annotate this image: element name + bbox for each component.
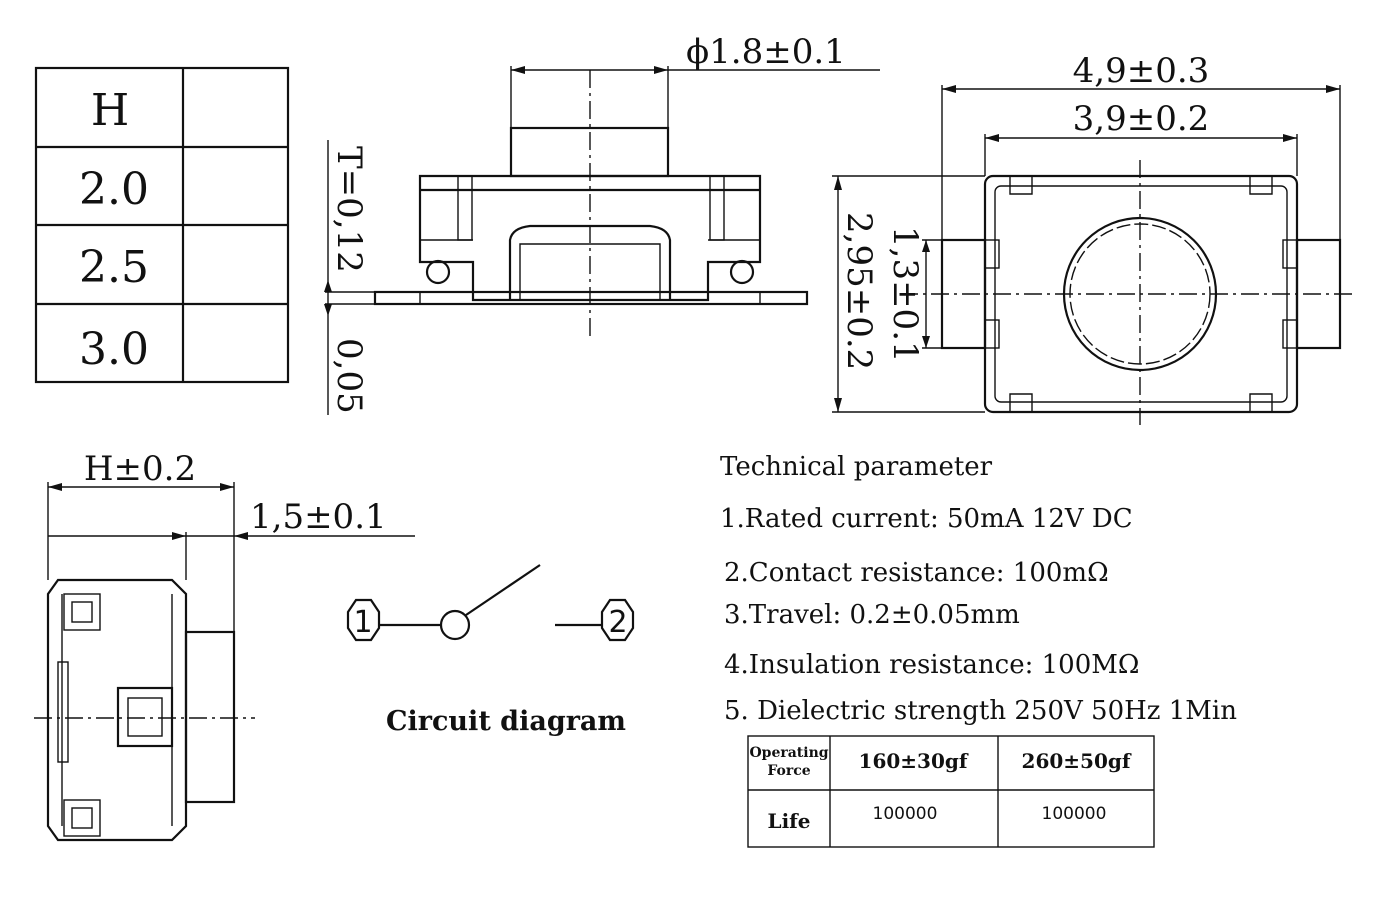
force-value: 260±50gf xyxy=(1022,749,1132,773)
technical-item: 5. Dielectric strength 250V 50Hz 1Min xyxy=(724,696,1237,726)
pin1-icon xyxy=(346,598,381,642)
operating-force-label: Force xyxy=(767,763,810,779)
height-table: H 2.0 2.5 3.0 xyxy=(34,66,290,384)
life-value: 100000 xyxy=(1042,804,1107,824)
technical-item: 4.Insulation resistance: 100MΩ xyxy=(724,650,1139,680)
lead-gap-dimension: 0,05 xyxy=(329,338,369,414)
front-view: ϕ1.8±0.1 T=0,12 0,05 xyxy=(324,32,880,415)
force-value: 160±30gf xyxy=(859,749,969,773)
height-dimension: H±0.2 xyxy=(84,449,196,489)
terminal-dimension: 1,3±0.1 xyxy=(885,226,925,363)
technical-title: Technical parameter xyxy=(720,452,993,482)
circuit-diagram: 1 2 Circuit diagram xyxy=(346,564,635,737)
top-view: 4,9±0.3 3,9±0.2 2,95±0.2 1,3±0.1 xyxy=(832,51,1355,425)
height-table-row: 3.0 xyxy=(79,324,149,375)
pin1-label: 1 xyxy=(353,605,372,640)
switch-contact-icon xyxy=(439,609,471,641)
pin2-label: 2 xyxy=(608,605,627,640)
side-view: H±0.2 1,5±0.1 xyxy=(34,449,415,842)
pin2-icon xyxy=(600,598,635,642)
plunger-height-dimension: 1,5±0.1 xyxy=(250,497,387,537)
operating-force-label: Operating xyxy=(749,745,828,761)
height-table-header: H xyxy=(91,85,129,136)
switch-lever-icon xyxy=(465,564,541,616)
technical-parameters: Technical parameter 1.Rated current: 50m… xyxy=(720,452,1237,726)
circuit-diagram-label: Circuit diagram xyxy=(386,706,626,737)
depth-dimension: 2,95±0.2 xyxy=(839,212,879,370)
plunger-diameter-dimension: ϕ1.8±0.1 xyxy=(686,32,846,72)
height-table-row: 2.0 xyxy=(79,164,149,215)
technical-item: 2.Contact resistance: 100mΩ xyxy=(724,558,1109,588)
thickness-dimension: T=0,12 xyxy=(329,146,369,273)
life-label: Life xyxy=(768,809,811,833)
life-value: 100000 xyxy=(873,804,938,824)
technical-item: 3.Travel: 0.2±0.05mm xyxy=(724,600,1020,630)
height-table-row: 2.5 xyxy=(79,242,149,293)
body-width-dimension: 3,9±0.2 xyxy=(1073,99,1210,139)
technical-item: 1.Rated current: 50mA 12V DC xyxy=(720,504,1133,534)
outer-width-dimension: 4,9±0.3 xyxy=(1073,51,1210,91)
force-table: Operating Force 160±30gf 260±50gf Life 1… xyxy=(747,735,1155,848)
